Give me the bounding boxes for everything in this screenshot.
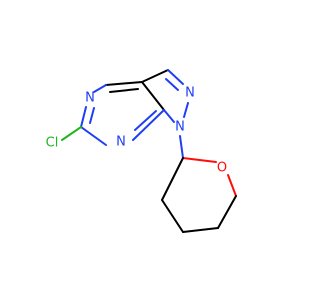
- bond-n5-c6: [80, 106, 87, 128]
- bond-n7-c7a-inner: [134, 110, 157, 131]
- bond-c3a-c7a: [141, 81, 165, 111]
- bond-c4-c3a-inner: [109, 88, 139, 93]
- bond-n1-c7a: [163, 109, 175, 123]
- bond-n2-n1: [183, 102, 189, 118]
- atom-n-pyrimidine-bottom: N: [116, 135, 126, 150]
- atom-oxygen: O: [217, 161, 227, 176]
- atom-n-pyrazole-2: N: [185, 86, 195, 101]
- bond-c3a-c3: [141, 69, 169, 83]
- bond-c6-c5: [217, 195, 237, 229]
- bond-c6-cl: [61, 126, 82, 141]
- bond-c4-n5: [93, 84, 107, 93]
- bond-c3-n2-inner: [165, 78, 179, 91]
- bond-c4-c3a: [105, 81, 143, 86]
- bond-n5-c6-inner: [89, 107, 95, 124]
- bond-o-c6: [227, 174, 237, 197]
- structure-svg: N N N N Cl O: [46, 69, 237, 233]
- atom-n-pyrimidine-top: N: [85, 91, 95, 106]
- bond-c2-o: [182, 157, 217, 163]
- bond-n7-c7a: [132, 109, 165, 141]
- bond-n1-thp: [179, 135, 184, 159]
- bond-c3-c2: [161, 157, 184, 201]
- atom-n-pyrazole-1: N: [175, 120, 185, 135]
- bond-c5-c4: [182, 227, 219, 233]
- atom-chlorine: Cl: [46, 136, 59, 151]
- bond-c6-n7: [80, 126, 107, 146]
- bond-c4-c3: [161, 199, 184, 233]
- molecule-diagram: N N N N Cl O: [46, 69, 237, 233]
- bond-c3-n2: [167, 69, 184, 85]
